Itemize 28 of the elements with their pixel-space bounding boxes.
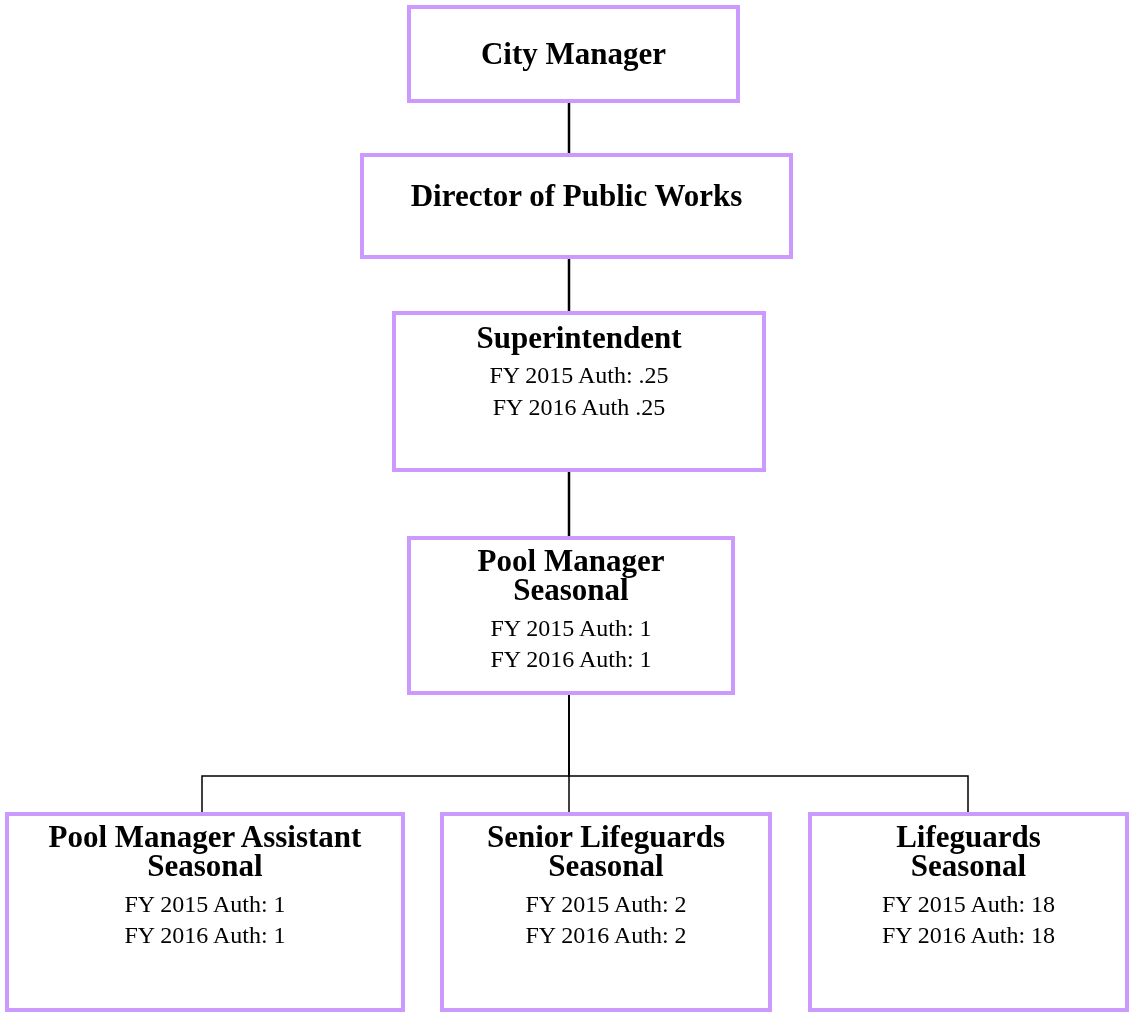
org-box: [407, 5, 740, 103]
connector-line: [568, 694, 969, 813]
authorization-text: FY 2015 Auth: 1: [124, 889, 286, 919]
connector-line: [567, 103, 571, 153]
role-title: Pool Manager Assistant Seasonal: [47, 822, 363, 881]
role-title: Pool Manager Seasonal: [476, 546, 666, 605]
authorization-text: FY 2016 Auth: 1: [490, 645, 652, 675]
role-title: Director of Public Works: [410, 181, 743, 211]
role-title: Lifeguards Seasonal: [895, 822, 1042, 881]
org-box: [808, 812, 1129, 1012]
authorization-text: FY 2016 Auth .25: [492, 392, 666, 422]
authorization-text: FY 2016 Auth: 2: [525, 921, 687, 951]
authorization-text: FY 2015 Auth: .25: [489, 361, 669, 391]
org-box: [440, 812, 772, 1012]
role-title: City Manager: [480, 39, 667, 69]
org-box: [392, 311, 766, 472]
org-box: [360, 153, 793, 259]
authorization-text: FY 2016 Auth: 18: [881, 921, 1056, 951]
org-box: [407, 536, 735, 695]
role-title: Superintendent: [476, 323, 682, 353]
org-box: [5, 812, 405, 1012]
connector-line: [567, 472, 571, 536]
authorization-text: FY 2015 Auth: 18: [881, 889, 1056, 919]
authorization-text: FY 2016 Auth: 1: [124, 921, 286, 951]
authorization-text: FY 2015 Auth: 1: [490, 613, 652, 643]
authorization-text: FY 2015 Auth: 2: [525, 889, 687, 919]
connector-line: [567, 259, 571, 311]
role-title: Senior Lifeguards Seasonal: [486, 822, 726, 881]
